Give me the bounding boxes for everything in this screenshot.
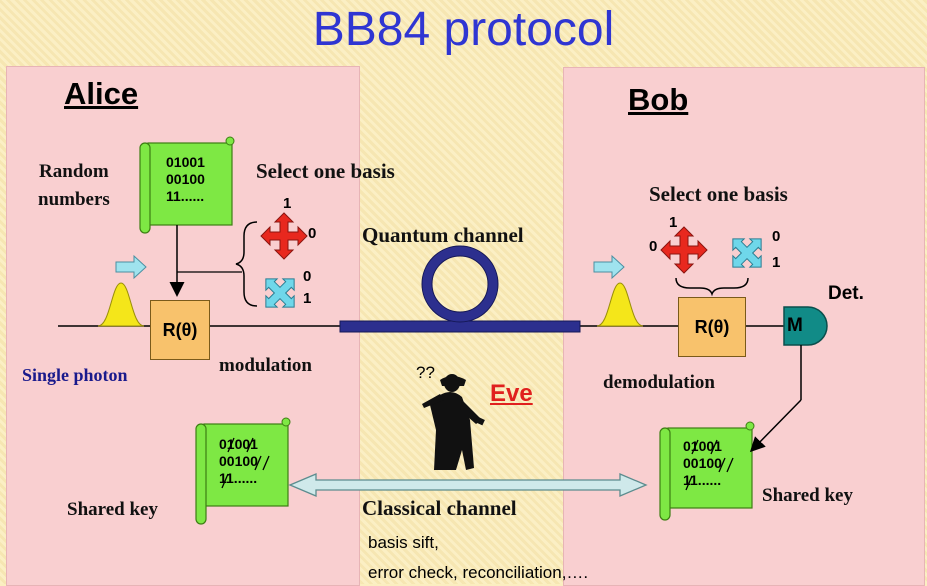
detector-symbol: M [787, 315, 803, 336]
bob-key-scroll [659, 421, 755, 521]
alice-basis-1-label: 1 [283, 195, 292, 212]
quantum-fiber [339, 320, 581, 333]
discarded-bit-marks [221, 437, 734, 491]
bob-shared-key-label: Shared key [762, 485, 853, 506]
bob-direction-arrow [593, 254, 625, 280]
classical-channel-arrow [288, 473, 648, 497]
bob-key-bits: 01001 00100 11...... [683, 438, 722, 488]
eve-figure [422, 374, 485, 470]
alice-shared-key-label: Shared key [67, 499, 158, 520]
alice-select-basis: Select one basis [256, 159, 395, 183]
page-title: BB84 protocol [312, 3, 615, 56]
random-numbers-text: Random [39, 161, 109, 182]
alice-direction-arrow [115, 254, 147, 280]
bob-basis-0-label: 0 [649, 238, 658, 255]
fiber-coil [422, 246, 498, 322]
random-numbers-label: Random numbers [38, 158, 110, 214]
detector-label: Det. [828, 283, 864, 304]
bob-heading: Bob [628, 82, 689, 117]
alice-basis-0-label: 0 [308, 225, 317, 242]
classical-note-1: basis sift, [368, 533, 439, 552]
detector [783, 306, 828, 346]
alice-key-bits: 01001 00100 11...... [219, 436, 258, 486]
bob-basis-1-label: 1 [669, 214, 678, 231]
random-numbers-text: numbers [38, 189, 110, 210]
modulation-label: modulation [219, 355, 312, 376]
alice-modulator: R(θ) [150, 300, 210, 360]
alice-photon-pulse [97, 282, 145, 327]
alice-heading: Alice [64, 76, 139, 111]
alice-diag-basis-icon [265, 278, 295, 308]
classical-note-2: error check, reconciliation,…. [368, 563, 589, 582]
bob-basis-brace [675, 277, 749, 297]
alice-basis-brace [235, 221, 258, 307]
eve-thought: ?? [416, 363, 435, 382]
alice-random-scroll [139, 136, 235, 234]
alice-random-bits: 01001 00100 11...... [166, 154, 205, 204]
alice-diag-0-label: 0 [303, 268, 312, 285]
bob-diag-0-label: 0 [772, 228, 781, 245]
bob-demodulator: R(θ) [678, 297, 746, 357]
alice-key-scroll [195, 417, 291, 525]
demodulation-label: demodulation [603, 372, 715, 393]
single-photon-label: Single photon [22, 365, 128, 385]
eve-label: Eve [490, 380, 533, 407]
bob-diag-basis-icon [732, 238, 762, 268]
alice-rect-basis-icon [260, 212, 308, 260]
bob-rect-basis-icon [660, 226, 708, 274]
quantum-channel-label: Quantum channel [362, 223, 524, 247]
bob-select-basis: Select one basis [649, 182, 788, 206]
bob-diag-1-label: 1 [772, 254, 781, 271]
alice-diag-1-label: 1 [303, 290, 312, 307]
classical-channel-label: Classical channel [362, 496, 517, 520]
random-numbers-line: Random numbers [38, 158, 110, 214]
bob-photon-pulse [596, 282, 644, 327]
